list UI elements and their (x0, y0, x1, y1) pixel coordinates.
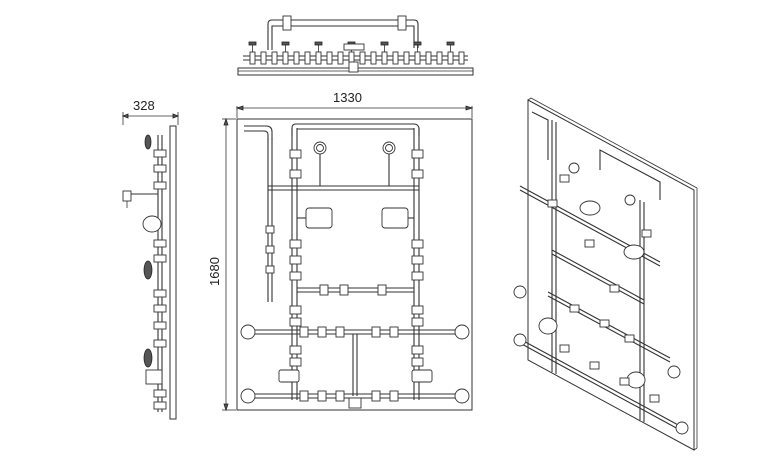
side-view (121, 112, 180, 420)
top-view (237, 15, 474, 76)
isometric-view (513, 97, 698, 451)
dimension-side-width: 328 (133, 98, 155, 113)
front-view (222, 105, 474, 412)
dimension-front-width: 1330 (333, 90, 362, 105)
dimension-front-height: 1680 (207, 257, 222, 286)
